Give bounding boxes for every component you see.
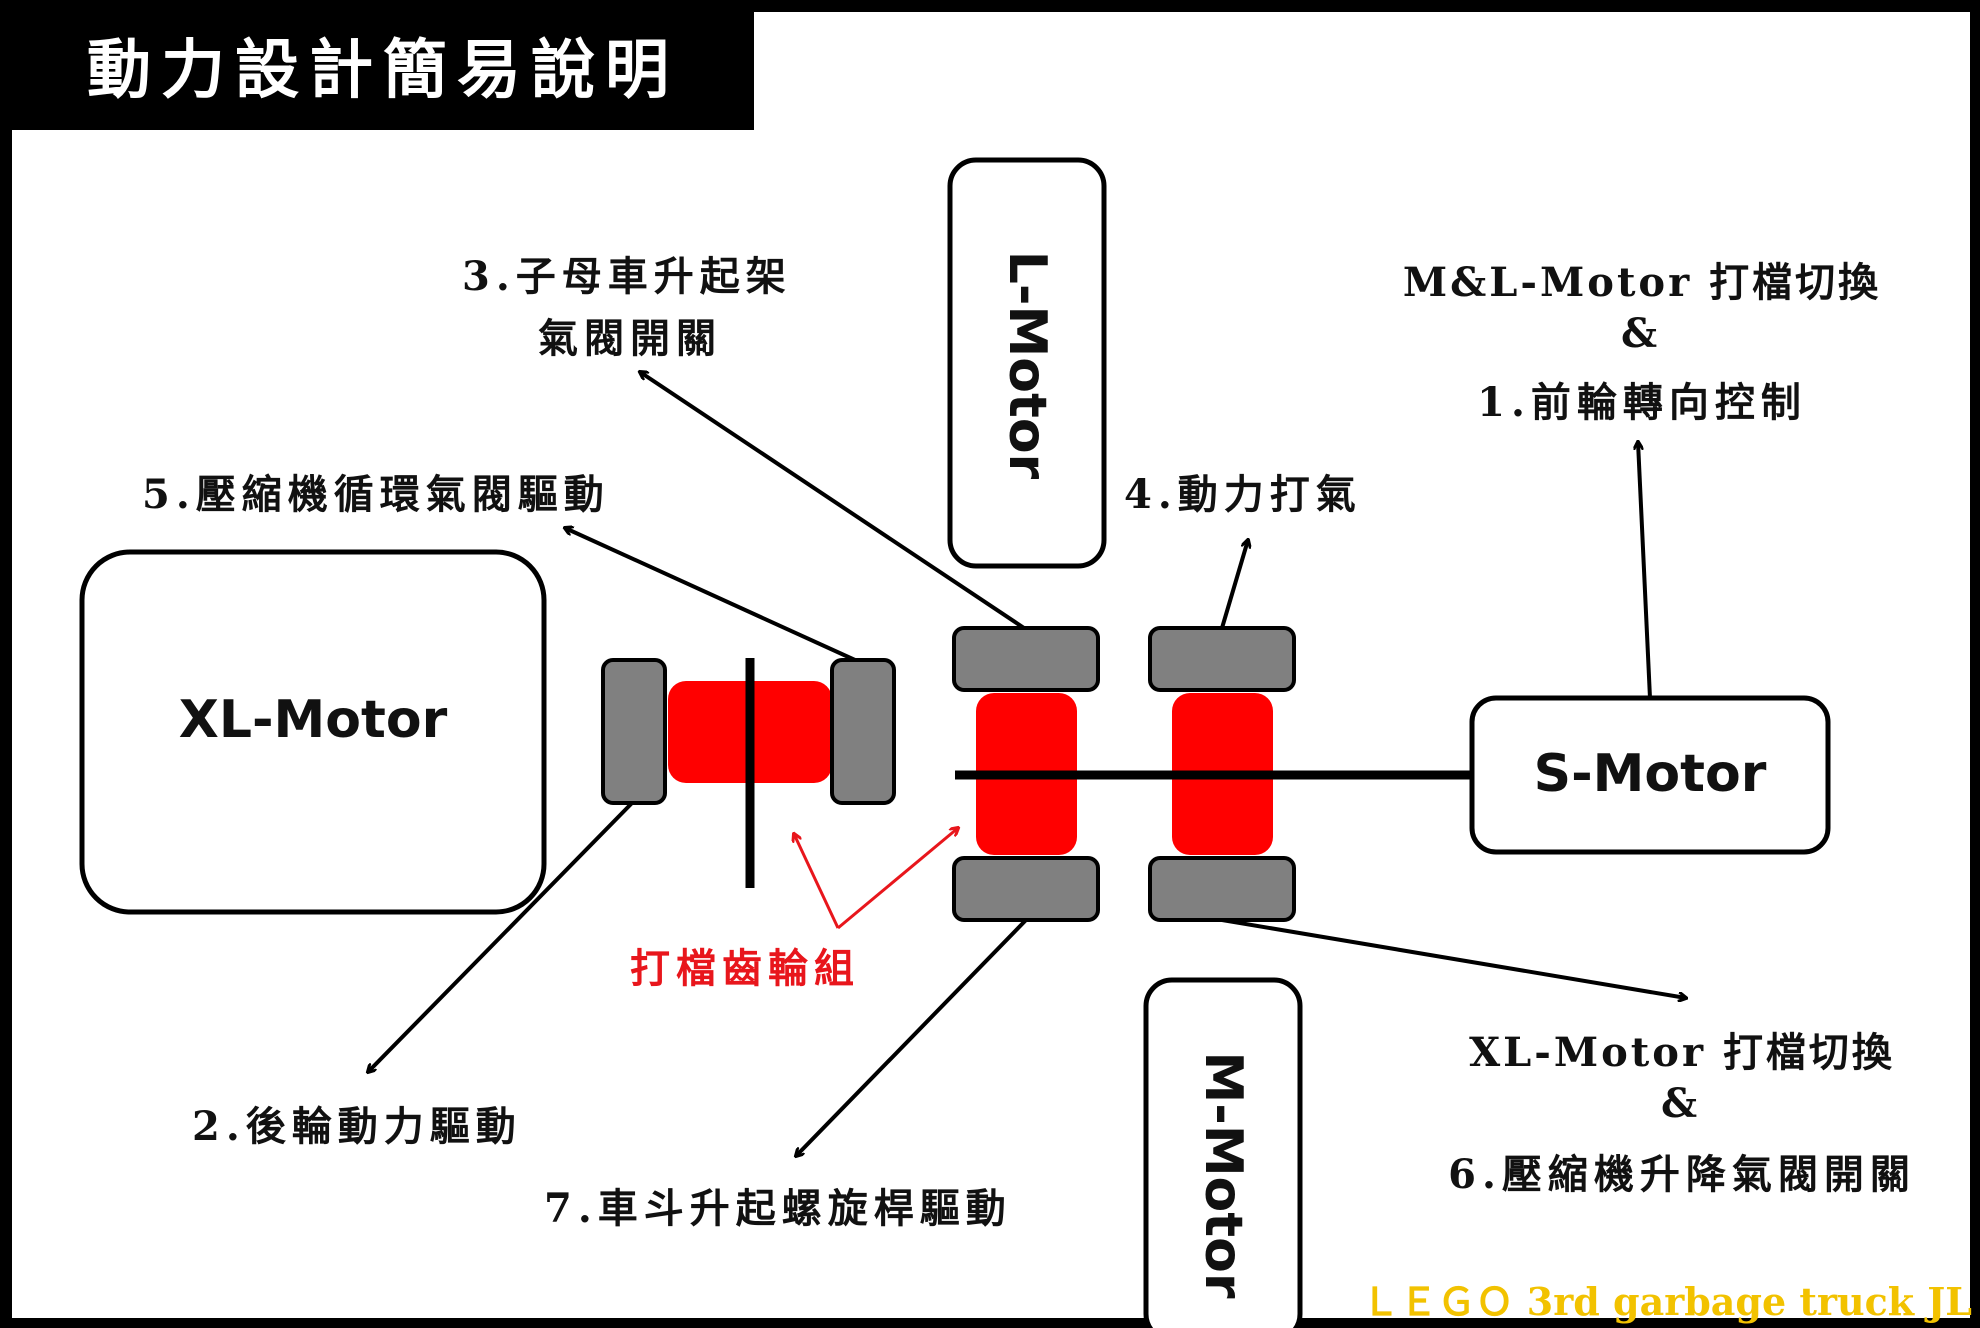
arrow-func7 (796, 918, 1028, 1156)
label-func5: 5.壓縮機循環氣閥驅動 (142, 471, 610, 518)
gear-a-top-wheel (952, 626, 1100, 692)
label-func4: 4.動力打氣 (1124, 471, 1362, 518)
title-bar: 動力設計簡易說明 (12, 12, 754, 130)
arrow-func5 (565, 528, 856, 662)
left-gear-wheel-right (830, 658, 896, 805)
label-func7: 7.車斗升起螺旋桿驅動 (544, 1185, 1012, 1232)
m-motor-box (1143, 977, 1303, 1328)
arrow-func6 (1221, 918, 1686, 998)
red-arrow-right (837, 828, 958, 930)
m-motor-label: M-Motor (1193, 1051, 1253, 1299)
label-bottom-right-line3: 6.壓縮機升降氣閥開關 (1448, 1151, 1916, 1198)
gear-b-top-wheel (1148, 626, 1296, 692)
gear-a-bottom-wheel (952, 856, 1100, 922)
label-bottom-right-line2: & (1660, 1080, 1704, 1127)
arrow-func2 (368, 801, 634, 1072)
xl-motor-box (79, 549, 547, 915)
l-motor-box (947, 157, 1107, 569)
xl-motor-label: XL-Motor (178, 690, 448, 750)
label-func2: 2.後輪動力驅動 (192, 1103, 522, 1150)
left-gear-wheel-left (601, 658, 667, 805)
label-gear-group: 打檔齒輪組 (630, 945, 860, 992)
label-top-right-line1: M&L-Motor 打檔切換 (1402, 259, 1882, 306)
page-title: 動力設計簡易說明 (87, 33, 679, 108)
red-arrow-left (794, 834, 840, 929)
l-motor-label: L-Motor (997, 250, 1057, 480)
s-motor-label: S-Motor (1533, 744, 1767, 804)
arrow-func3 (640, 372, 1026, 630)
watermark: ＬＥＧＯ 3rd garbage truck JL (1361, 1279, 1972, 1324)
arrow-func1 (1638, 442, 1652, 699)
label-top-right-line2: & (1620, 310, 1664, 357)
gear-b-bottom-wheel (1148, 856, 1296, 922)
label-bottom-right-line1: XL-Motor 打檔切換 (1469, 1029, 1895, 1076)
label-top-right-line3: 1.前輪轉向控制 (1477, 379, 1807, 426)
label-func3-line2: 氣閥開關 (538, 315, 722, 362)
arrow-func4 (1220, 540, 1248, 629)
label-func3-line1: 3.子母車升起架 (462, 253, 792, 300)
